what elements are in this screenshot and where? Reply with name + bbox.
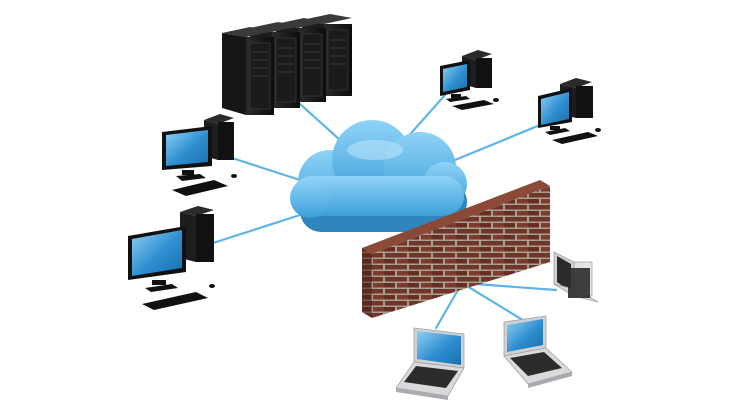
desktop-computer-icon bbox=[440, 50, 499, 110]
server-rack-icon bbox=[222, 14, 352, 115]
link-cloud-desktop-left-2 bbox=[208, 213, 302, 246]
desktop-computer-icon bbox=[538, 78, 601, 144]
link-cloud-desktop-top-right-2 bbox=[453, 123, 542, 162]
desktop-computer-icon bbox=[162, 114, 237, 196]
link-cloud-server-rack bbox=[298, 102, 342, 142]
laptop-icon bbox=[553, 251, 599, 303]
link-cloud-desktop-top-right-1 bbox=[403, 93, 447, 142]
firewall-icon bbox=[362, 180, 550, 318]
cloud-icon bbox=[290, 120, 467, 232]
desktop-computer-icon bbox=[128, 206, 215, 310]
link-firewall-laptop-2 bbox=[460, 281, 528, 324]
laptop-icon bbox=[503, 315, 573, 388]
link-cloud-desktop-left-1 bbox=[230, 156, 302, 182]
laptop-icon bbox=[395, 327, 465, 400]
